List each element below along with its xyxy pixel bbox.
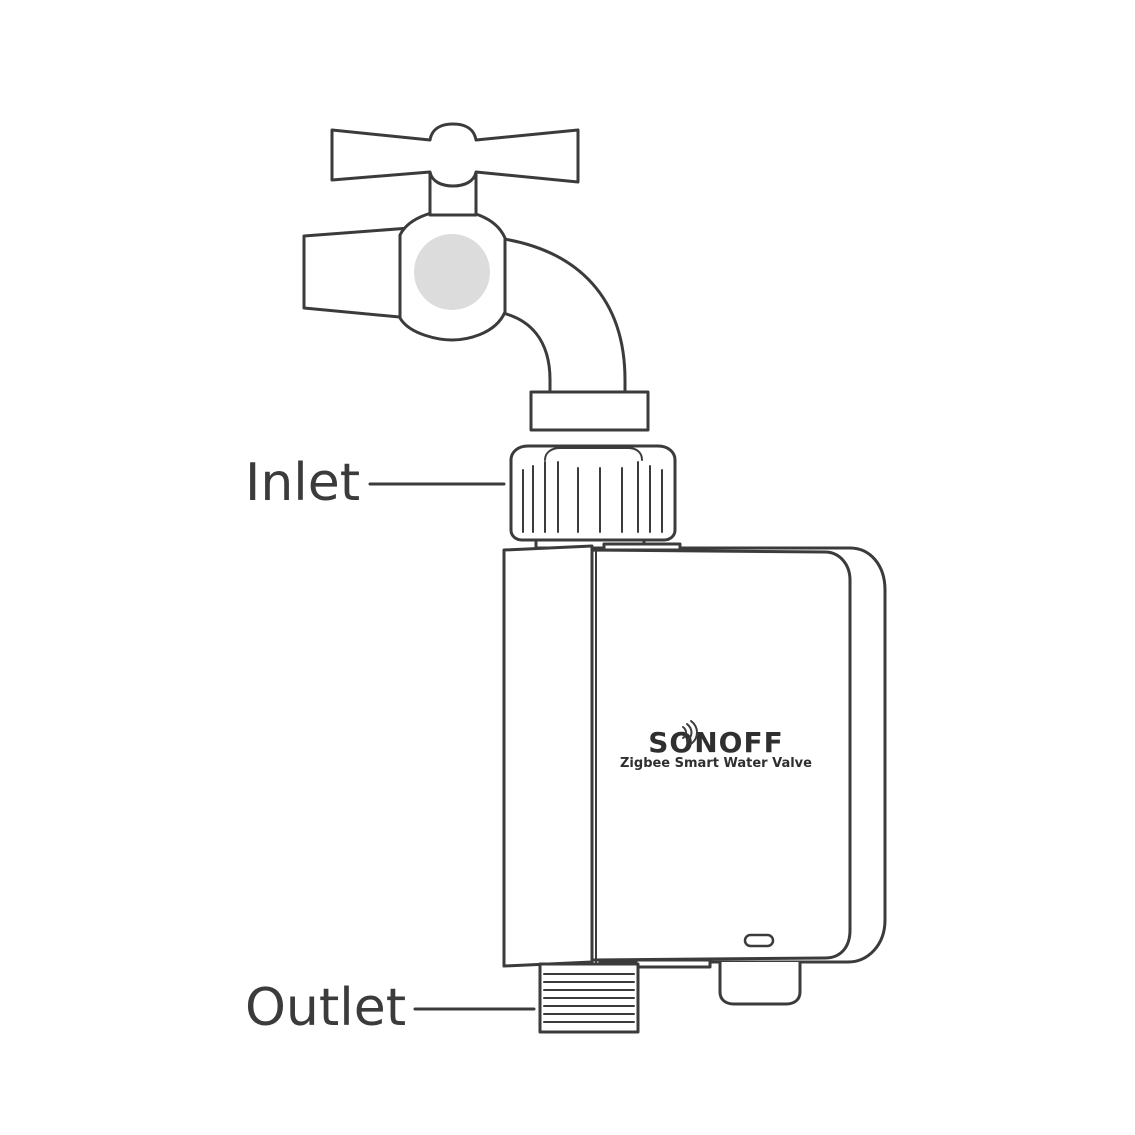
model-name: Zigbee Smart Water Valve [620,756,812,771]
callout-inlet: Inlet [245,453,506,513]
device-branding: SONOFF Zigbee Smart Water Valve [620,720,812,771]
housing-bottom-lug [718,960,802,1006]
housing-side-panel [502,544,594,968]
brand-logo: SONOFF [648,726,783,759]
callout-outlet: Outlet [245,978,536,1038]
faucet-cap [414,234,490,310]
faucet-body-arm [302,226,412,320]
faucet [302,122,650,432]
faucet-spout [496,236,627,394]
faucet-nozzle [529,390,650,432]
outlet-connector [538,962,640,1034]
signal-waves-icon [682,720,698,745]
housing-front-face [590,548,852,962]
faucet-cross-handle [330,122,580,188]
usb-c-port-icon [743,933,775,948]
outlet-label: Outlet [245,978,406,1038]
inlet-label: Inlet [245,453,360,513]
valve-housing [502,542,887,1006]
inlet-coupling [509,444,677,550]
